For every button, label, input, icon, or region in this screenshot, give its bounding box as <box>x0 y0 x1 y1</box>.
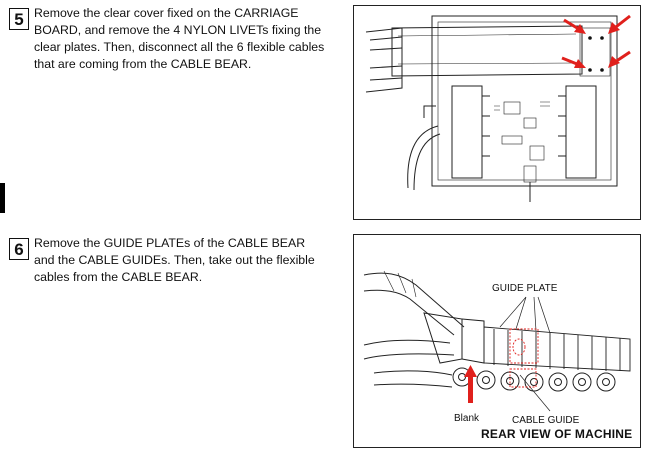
carriage-board-figure <box>353 5 641 220</box>
step-6-instructions: Remove the GUIDE PLATEs of the CABLE BEA… <box>34 235 344 286</box>
step-5-line-1: Remove the clear cover fixed on the CARR… <box>34 6 299 20</box>
rivet-arrows <box>561 14 631 68</box>
cable-bear-drawing: GUIDE PLATE Blank CABLE GUIDE <box>363 270 631 426</box>
step-5-number: 5 <box>9 8 29 30</box>
step-5-line-4: that are coming from the CABLE BEAR. <box>34 57 252 71</box>
blank-arrow <box>464 365 477 403</box>
step-6-number: 6 <box>9 238 29 260</box>
cable-guide-highlight <box>509 328 539 388</box>
side-margin-marker <box>0 183 5 213</box>
step-6-line-2: and the CABLE GUIDEs. Then, take out the… <box>34 253 315 267</box>
step-5-instructions: Remove the clear cover fixed on the CARR… <box>34 5 344 73</box>
cable-guide-label: CABLE GUIDE <box>512 415 580 426</box>
figure-caption: REAR VIEW OF MACHINE <box>481 427 633 441</box>
carriage-board-drawing <box>365 14 631 202</box>
guide-plate-label: GUIDE PLATE <box>492 283 558 294</box>
blank-label: Blank <box>454 413 480 424</box>
step-6-line-3: cables from the CABLE BEAR. <box>34 270 203 284</box>
step-5-line-3: clear plates. Then, disconnect all the 6… <box>34 40 325 54</box>
cable-bear-figure: GUIDE PLATE Blank CABLE GUIDE REAR VIEW … <box>353 234 641 448</box>
step-5-line-2: BOARD, and remove the 4 NYLON LIVETs fix… <box>34 23 322 37</box>
step-6-line-1: Remove the GUIDE PLATEs of the CABLE BEA… <box>34 236 306 250</box>
